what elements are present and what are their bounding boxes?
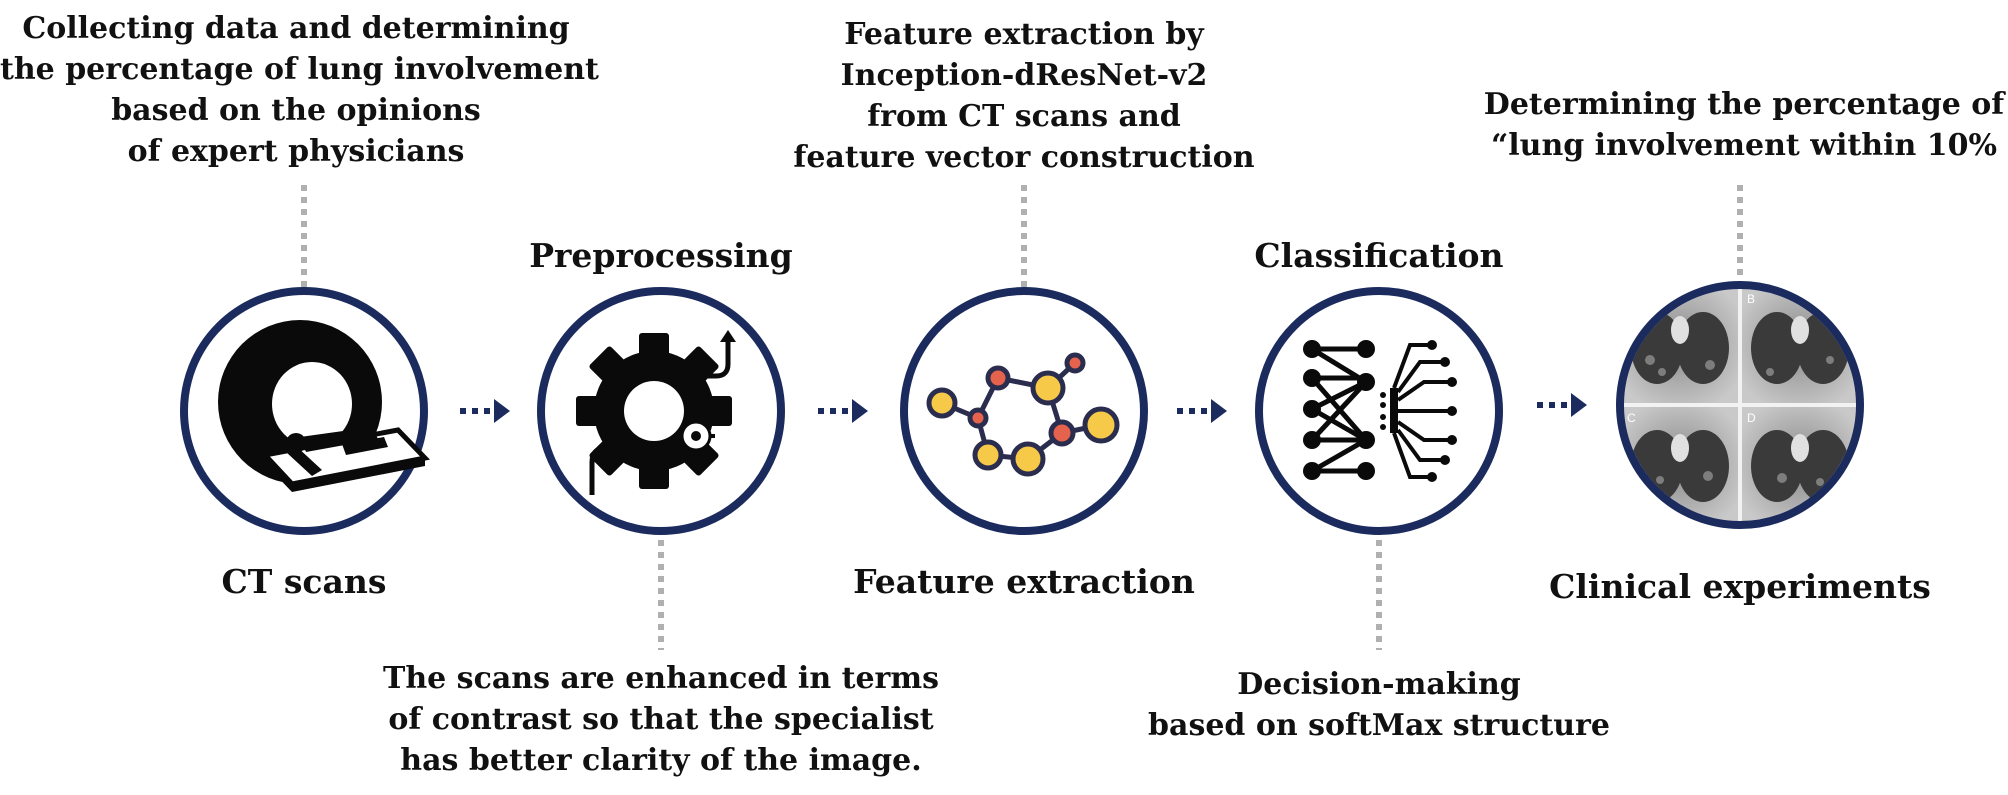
note-line: has better clarity of the image. [400, 743, 922, 778]
arrow-4 [1537, 393, 1587, 417]
neural-network-icon [1303, 340, 1457, 482]
stage-ct-scans-circle [180, 287, 430, 535]
stage-preprocessing-circle [537, 287, 785, 535]
panel-letter-d: D [1747, 411, 1756, 425]
ct-scanner-icon [218, 320, 430, 492]
connectors [301, 185, 1743, 650]
stage-label-ct-scans: CT scans [221, 562, 387, 601]
note-line: “lung involvement within 10% [1490, 128, 1997, 163]
arrow-1 [460, 399, 510, 423]
note-line: feature vector construction [793, 140, 1255, 175]
note-line: Inception-dResNet-v2 [840, 58, 1208, 93]
note-preprocessing: The scans are enhanced in terms of contr… [371, 658, 951, 781]
note-line: based on softMax structure [1148, 708, 1610, 743]
panel-letter-c: C [1627, 411, 1636, 425]
note-line: Collecting data and determining [22, 11, 570, 46]
stage-feature-extraction-circle [900, 287, 1148, 535]
note-line: of contrast so that the specialist [388, 702, 934, 737]
molecule-network-icon [926, 352, 1120, 477]
stage-label-feature-extraction: Feature extraction [853, 562, 1195, 601]
stage-classification-circle [1255, 287, 1503, 535]
lung-ct-images: B C D [1624, 289, 1856, 521]
flow-arrows [460, 393, 1587, 423]
note-line: Determining the percentage of [1483, 87, 2005, 122]
stage-clinical-experiments-circle: B C D [1616, 281, 1864, 529]
note-feature-extraction: Feature extraction by Inception-dResNet-… [774, 14, 1274, 178]
panel-letter-b: B [1747, 292, 1755, 306]
stage-label-classification: Classification [1254, 236, 1504, 275]
arrow-3 [1177, 399, 1227, 423]
note-line: Feature extraction by [844, 17, 1204, 52]
gear-process-icon [576, 330, 736, 495]
note-line: of expert physicians [127, 134, 465, 169]
note-line: Decision-making [1237, 667, 1521, 702]
note-line: from CT scans and [867, 99, 1181, 134]
note-line: based on the opinions [111, 93, 481, 128]
stage-label-preprocessing: Preprocessing [529, 236, 793, 275]
stage-label-clinical-experiments: Clinical experiments [1549, 567, 1931, 606]
note-line: The scans are enhanced in terms [383, 661, 939, 696]
arrow-2 [818, 399, 868, 423]
note-classification: Decision-making based on softMax structu… [1129, 664, 1629, 746]
note-line: the percentage of lung involvement [0, 52, 599, 87]
note-ct-scans: Collecting data and determining the perc… [0, 8, 599, 172]
note-clinical-experiments: Determining the percentage of “lung invo… [1480, 84, 2008, 166]
